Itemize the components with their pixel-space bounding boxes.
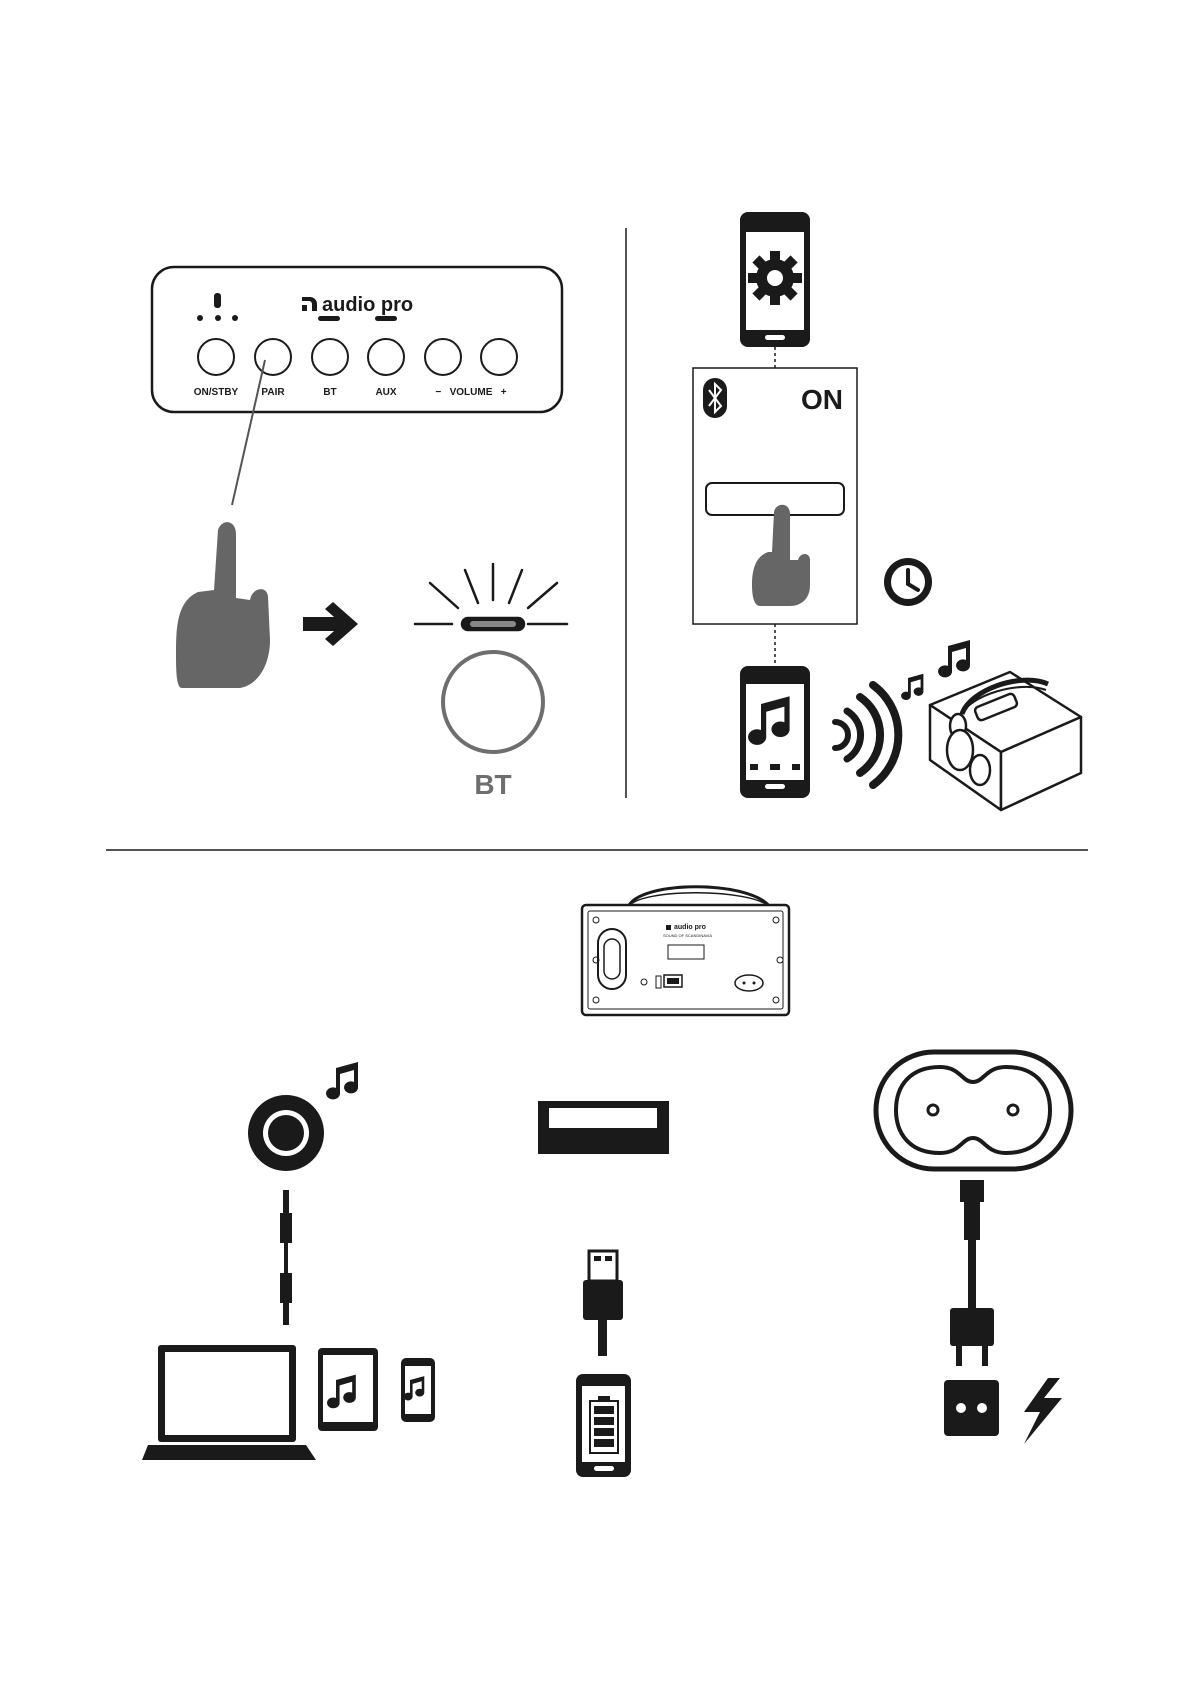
bluetooth-icon bbox=[703, 378, 727, 418]
arrow-right-icon bbox=[303, 602, 358, 646]
power-cable-icon bbox=[950, 1180, 994, 1366]
pair-label: PAIR bbox=[261, 387, 285, 398]
lightning-icon bbox=[1024, 1378, 1062, 1444]
clock-icon bbox=[884, 558, 932, 606]
svg-text:SOUND OF SCANDINAVIA: SOUND OF SCANDINAVIA bbox=[663, 933, 712, 938]
bt-led bbox=[318, 316, 340, 321]
aux-led bbox=[375, 316, 397, 321]
usb-cable-icon bbox=[583, 1251, 623, 1356]
playback-controls-icon bbox=[750, 764, 800, 770]
phone-charging-icon bbox=[576, 1374, 631, 1477]
speaker-icon bbox=[930, 672, 1081, 810]
standby-led-icon bbox=[197, 293, 238, 321]
bt-label: BT bbox=[323, 387, 336, 398]
music-note-icon bbox=[938, 640, 970, 677]
on-stby-label: ON/STBY bbox=[194, 387, 239, 398]
tablet-icon bbox=[318, 1348, 378, 1431]
phone-playing-music bbox=[740, 666, 810, 798]
hand-icon bbox=[176, 522, 270, 688]
aux-label: AUX bbox=[375, 387, 396, 398]
phone-settings bbox=[740, 212, 810, 347]
on-stby-button[interactable] bbox=[198, 339, 234, 375]
brand-text: audio pro bbox=[322, 294, 413, 316]
bt-large-label: BT bbox=[474, 769, 511, 800]
bluetooth-on-label: ON bbox=[801, 384, 843, 415]
brand-logo: audio pro bbox=[302, 294, 413, 316]
usb-port-icon bbox=[538, 1101, 669, 1154]
volume-up-button[interactable] bbox=[481, 339, 517, 375]
wall-outlet-icon bbox=[944, 1380, 999, 1436]
battery-icon bbox=[590, 1396, 618, 1453]
power-socket-icon bbox=[876, 1052, 1071, 1169]
laptop-icon bbox=[142, 1345, 316, 1460]
svg-text:audio pro: audio pro bbox=[674, 924, 706, 931]
pair-button[interactable] bbox=[255, 339, 291, 375]
gear-icon bbox=[748, 251, 802, 305]
bt-button-large bbox=[443, 652, 543, 752]
music-note-icon bbox=[326, 1062, 358, 1099]
aux-jack-icon bbox=[248, 1095, 324, 1171]
pointer-line bbox=[232, 360, 265, 505]
bluetooth-settings-screen: ON bbox=[693, 368, 857, 624]
music-note-icon bbox=[901, 674, 923, 700]
bt-led-blinking-icon bbox=[415, 564, 567, 630]
volume-down-button[interactable] bbox=[425, 339, 461, 375]
phone-icon bbox=[401, 1358, 435, 1422]
control-panel: audio pro ON/STBY PAIR BT AUX − VOLUME + bbox=[152, 267, 562, 412]
aux-button[interactable] bbox=[368, 339, 404, 375]
bt-button[interactable] bbox=[312, 339, 348, 375]
aux-cable-icon bbox=[280, 1190, 292, 1325]
volume-label: − VOLUME + bbox=[435, 387, 506, 398]
wireless-waves-icon bbox=[835, 685, 898, 785]
speaker-rear-panel: audio pro SOUND OF SCANDINAVIA bbox=[582, 887, 789, 1015]
